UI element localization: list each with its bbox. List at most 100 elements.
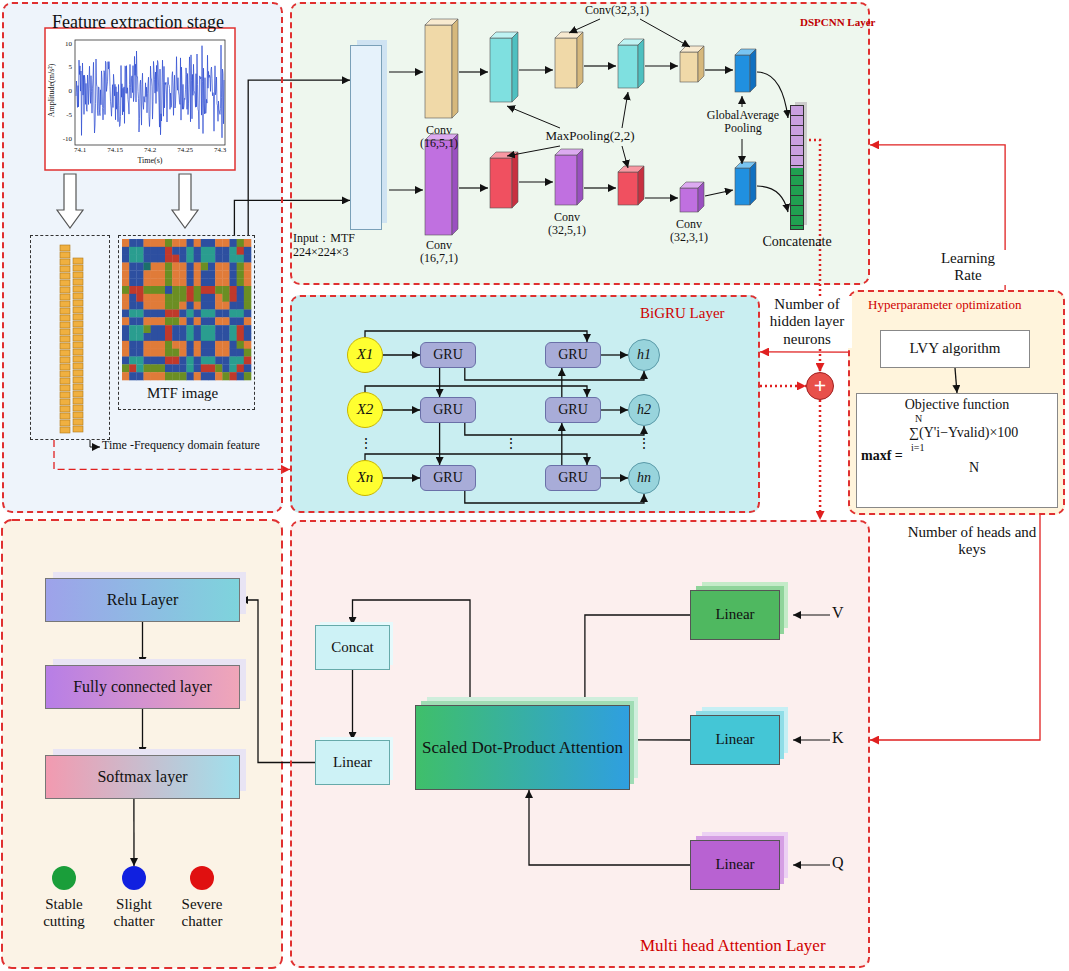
connector (248, 80, 350, 235)
layer-block (490, 158, 512, 208)
connector (561, 368, 562, 397)
mtf-cell (208, 349, 215, 357)
mtf-cell (187, 310, 194, 318)
free-label: 74.1 (65, 147, 95, 155)
layer-box: Fully connected layer (45, 665, 240, 709)
linear-box: Linear (690, 590, 780, 640)
free-label: 74.15 (100, 147, 130, 155)
connector (585, 615, 690, 705)
feature-bar (60, 336, 70, 342)
connector (240, 600, 315, 763)
mtf-cell (237, 286, 244, 294)
mtf-cell (187, 372, 194, 380)
mtf-cell (151, 270, 158, 278)
mtf-cell (151, 294, 158, 302)
mtf-cell (179, 255, 186, 263)
image-frame: MTF image (118, 235, 255, 410)
edge-label: Learning Rate (928, 250, 1008, 285)
mtf-cell (208, 317, 215, 325)
layer-block-side (577, 32, 583, 88)
mtf-cell (194, 310, 201, 318)
free-label: Q (832, 854, 850, 872)
mtf-cell (201, 239, 208, 247)
mtf-cell (215, 372, 222, 380)
gru-cell: GRU (420, 342, 476, 368)
mtf-cell (222, 325, 229, 333)
mtf-cell (158, 263, 165, 271)
node-text: Fully connected layer (73, 678, 212, 696)
layer-block-side (750, 49, 756, 92)
mtf-cell (244, 278, 251, 286)
mtf-cell (158, 310, 165, 318)
mtf-cell (165, 286, 172, 294)
mtf-cell (144, 247, 151, 255)
mtf-cell (222, 270, 229, 278)
node-text: GRU (433, 347, 463, 363)
mtf-cell (179, 278, 186, 286)
node-text: MTF image (147, 385, 218, 402)
mtf-cell (222, 239, 229, 247)
mtf-cell (230, 364, 237, 372)
feature-bar (73, 391, 83, 397)
mtf-cell (237, 317, 244, 325)
mtf-cell (165, 294, 172, 302)
mtf-cell (151, 341, 158, 349)
feature-bar (73, 377, 83, 383)
mtf-cell (122, 372, 129, 380)
mtf-cell (122, 349, 129, 357)
node-text: Stable cutting (27, 896, 101, 931)
feature-bar (60, 294, 70, 300)
mtf-cell (237, 278, 244, 286)
free-label: 74.2 (135, 147, 165, 155)
connector (365, 386, 587, 397)
mtf-cell (230, 294, 237, 302)
node-text: Severe chatter (165, 896, 239, 931)
mtf-cell (151, 317, 158, 325)
mtf-cell (201, 364, 208, 372)
class-dot: Severe chatter (190, 866, 214, 890)
mtf-cell (215, 341, 222, 349)
mtf-cell (244, 286, 251, 294)
feature-bar (73, 335, 83, 341)
node-text: Slight chatter (97, 896, 171, 931)
free-label: ⋮ (637, 437, 651, 451)
layer-block (680, 188, 698, 212)
free-label: V (832, 604, 850, 622)
region-panel: Hyperparameter optimizationLVY algorithm… (848, 290, 1065, 515)
mtf-cell (179, 333, 186, 341)
feature-bar (60, 280, 70, 286)
mtf-cell (187, 349, 194, 357)
feature-bar (60, 301, 70, 307)
mtf-cell (222, 317, 229, 325)
mtf-cell (151, 247, 158, 255)
mtf-cell (122, 294, 129, 302)
mtf-cell (151, 239, 158, 247)
free-label: 74.25 (170, 147, 200, 155)
mtf-cell (172, 310, 179, 318)
feature-bar (73, 356, 83, 362)
mtf-cell (201, 333, 208, 341)
connector (601, 477, 628, 478)
mtf-cell (244, 255, 251, 263)
mtf-cell (122, 364, 129, 372)
free-label: Conv (32,5,1) (536, 211, 598, 237)
mtf-cell (144, 317, 151, 325)
feature-bar (60, 245, 70, 251)
mtf-cell (165, 278, 172, 286)
mtf-cell (187, 286, 194, 294)
layer-box: Relu Layer (45, 578, 240, 622)
mtf-cell (122, 325, 129, 333)
mtf-cell (201, 325, 208, 333)
mtf-cell (237, 357, 244, 365)
feature-bar (73, 307, 83, 313)
mtf-cell (172, 294, 179, 302)
layer-block-side (452, 19, 458, 118)
mtf-cell (194, 239, 201, 247)
mtf-cell (194, 372, 201, 380)
layer-block-side (512, 152, 518, 208)
mtf-cell (244, 349, 251, 357)
mtf-cell (172, 239, 179, 247)
node-text: Feature extraction stage (52, 12, 224, 33)
node-text: GRU (558, 402, 588, 418)
mtf-cell (172, 270, 179, 278)
